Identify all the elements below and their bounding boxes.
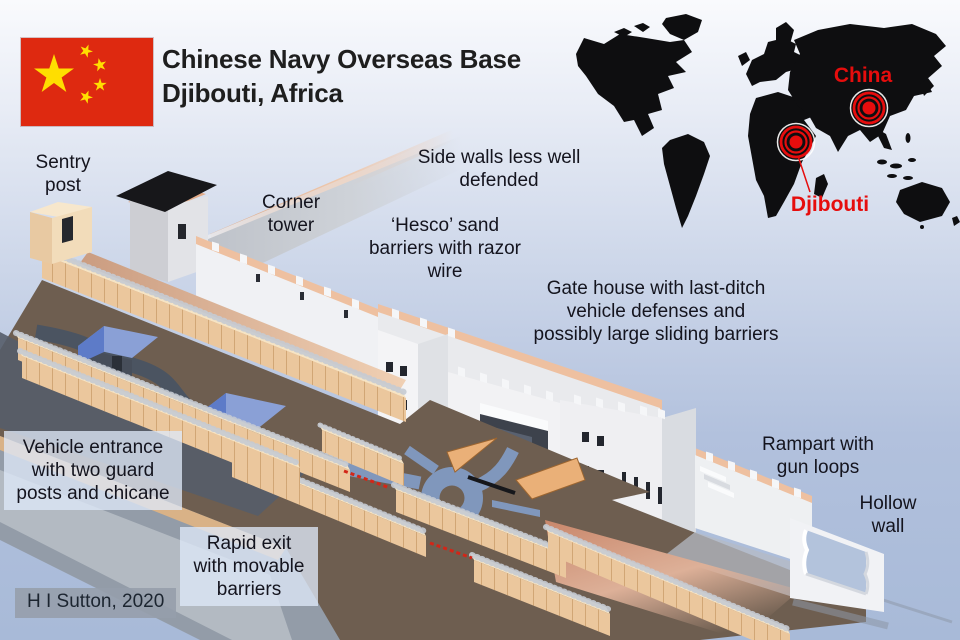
rampart-wall-right bbox=[695, 455, 812, 566]
corner-tower-building bbox=[116, 171, 217, 282]
author-credit: H I Sutton, 2020 bbox=[15, 588, 177, 618]
sentry-post-building bbox=[30, 202, 92, 264]
continents-silhouette bbox=[576, 14, 960, 229]
callout-rapid-exit: Rapid exit with movable barriers bbox=[180, 527, 318, 606]
china-flag bbox=[21, 38, 153, 126]
djibouti-marker bbox=[776, 122, 816, 193]
main-wall bbox=[196, 244, 378, 374]
title-line-1: Chinese Navy Overseas Base bbox=[162, 44, 522, 74]
small-star-icon bbox=[77, 42, 95, 59]
north-side-wall bbox=[196, 122, 476, 288]
rapid-exit-gap-markers bbox=[343, 469, 473, 560]
small-star-icon bbox=[92, 56, 108, 72]
map-label-djibouti: Djibouti bbox=[791, 193, 869, 216]
small-star-icon bbox=[77, 88, 95, 105]
map-label-china: China bbox=[834, 64, 893, 87]
china-marker bbox=[849, 88, 889, 128]
callout-hesco-barriers: ‘Hesco’ sand barriers with razor wire bbox=[368, 215, 522, 282]
large-star-icon bbox=[34, 54, 74, 92]
hollow-wall-cutaway bbox=[790, 518, 953, 630]
tower-roof bbox=[116, 171, 217, 212]
world-map: China Djibouti bbox=[576, 14, 960, 229]
callout-hollow-wall: Hollow wall bbox=[859, 493, 917, 537]
title-line-2: Djibouti, Africa bbox=[162, 78, 343, 108]
page-title: Chinese Navy Overseas Base Djibouti, Afr… bbox=[162, 42, 521, 110]
hesco-barrier-rows bbox=[13, 245, 791, 640]
callout-side-walls: Side walls less well defended bbox=[417, 147, 581, 191]
callout-gate-house: Gate house with last-ditch vehicle defen… bbox=[533, 278, 779, 345]
china-flag-stars bbox=[34, 42, 108, 105]
callout-corner-tower: Corner tower bbox=[261, 192, 321, 236]
guard-post-building-1 bbox=[78, 326, 158, 376]
callout-sentry-post: Sentry post bbox=[35, 152, 91, 196]
small-star-icon bbox=[93, 78, 107, 91]
wall-shadow bbox=[664, 532, 812, 598]
barrier-arm bbox=[467, 475, 516, 495]
callout-vehicle-entrance: Vehicle entrance with two guard posts an… bbox=[4, 431, 182, 510]
vehicle-barriers bbox=[446, 437, 586, 500]
callout-rampart: Rampart with gun loops bbox=[762, 434, 874, 478]
